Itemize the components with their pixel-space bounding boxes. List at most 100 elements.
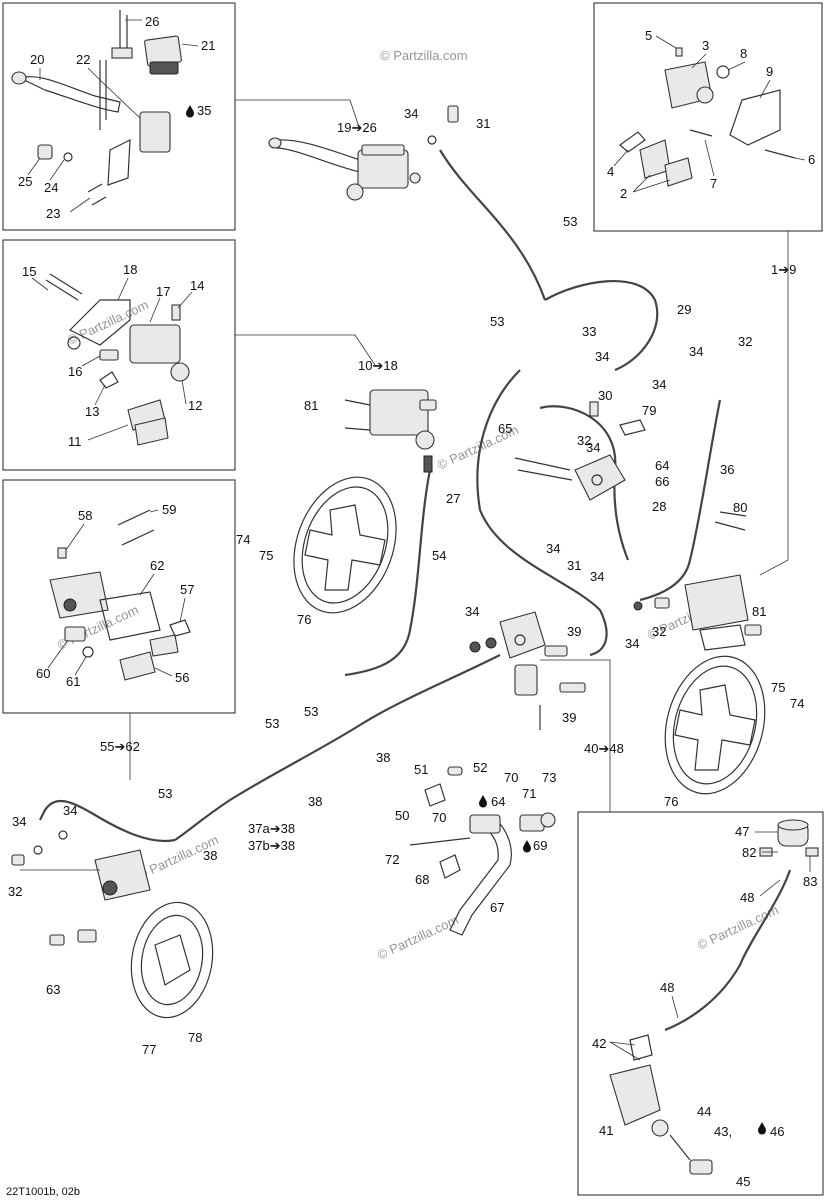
range-10-18: 10➔18 — [358, 358, 398, 373]
callout-34: 34 — [63, 803, 77, 818]
inset-leader-lines — [129, 99, 789, 812]
callout-34: 34 — [404, 106, 418, 121]
front-left-caliper-group — [45, 273, 190, 446]
callout-12: 12 — [188, 398, 202, 413]
callout-25: 25 — [18, 174, 32, 189]
callout-23: 23 — [46, 206, 60, 221]
range-55-62: 55➔62 — [100, 739, 140, 754]
rear-rotor — [130, 901, 214, 1019]
brake-pedal-assembly — [409, 766, 556, 936]
callout-48: 48 — [740, 890, 754, 905]
callout-34: 34 — [652, 377, 666, 392]
callout-2: 2 — [620, 186, 627, 201]
callout-53: 53 — [563, 214, 577, 229]
callout-53: 53 — [490, 314, 504, 329]
callout-22: 22 — [76, 52, 90, 67]
callout-62: 62 — [150, 558, 164, 573]
callout-34: 34 — [586, 440, 600, 455]
callout-17: 17 — [156, 284, 170, 299]
inset4-labels: 5 3 8 9 6 4 7 2 — [607, 28, 815, 201]
front-left-rotor — [293, 476, 397, 614]
callout-47: 47 — [735, 824, 749, 839]
callout-45: 45 — [736, 1174, 750, 1189]
callout-5: 5 — [645, 28, 652, 43]
callout-63: 63 — [46, 982, 60, 997]
callout-39: 39 — [567, 624, 581, 639]
callout-32: 32 — [577, 433, 591, 448]
inset5-labels: 47 82 83 48 48 42 44 41 43, 46 45 — [592, 824, 817, 1189]
callout-35: 35 — [197, 103, 211, 118]
inset1-labels: 26 21 20 22 35 25 24 23 — [18, 14, 215, 221]
callout-58: 58 — [78, 508, 92, 523]
callout-13: 13 — [85, 404, 99, 419]
callout-4: 4 — [607, 164, 614, 179]
callout-54: 54 — [432, 548, 446, 563]
callout-38: 38 — [308, 794, 322, 809]
brake-hoses — [39, 149, 722, 843]
callout-16: 16 — [68, 364, 82, 379]
range-37b-38: 37b➔38 — [248, 838, 295, 853]
range-37a-38: 37a➔38 — [248, 821, 295, 836]
callout-77: 77 — [142, 1042, 156, 1057]
callout-14: 14 — [190, 278, 204, 293]
inset-rear-master-cylinder-box — [577, 811, 824, 1196]
callout-29: 29 — [677, 302, 691, 317]
front-right-caliper-group — [619, 47, 796, 187]
callout-7: 7 — [710, 176, 717, 191]
callout-8: 8 — [740, 46, 747, 61]
callout-31: 31 — [567, 558, 581, 573]
inset3-labels: 58 59 62 57 60 61 56 — [36, 502, 194, 689]
callout-53: 53 — [265, 716, 279, 731]
callout-26: 26 — [145, 14, 159, 29]
callout-46: 46 — [770, 1124, 784, 1139]
callout-60: 60 — [36, 666, 50, 681]
callout-70: 70 — [432, 810, 446, 825]
front-right-rotor — [664, 655, 766, 795]
callout-38: 38 — [203, 848, 217, 863]
range-1-9: 1➔9 — [771, 262, 796, 277]
callout-9: 9 — [766, 64, 773, 79]
callout-28: 28 — [652, 499, 666, 514]
callout-21: 21 — [201, 38, 215, 53]
callout-73: 73 — [542, 770, 556, 785]
callout-3: 3 — [702, 38, 709, 53]
handlebar-master-cylinder-main — [268, 105, 459, 201]
callout-44: 44 — [697, 1104, 711, 1119]
inset2-labels: 15 18 17 14 16 12 13 11 — [22, 262, 204, 449]
callout-11: 11 — [68, 434, 82, 449]
callout-68: 68 — [415, 872, 429, 887]
callout-74: 74 — [236, 532, 250, 547]
rear-master-cylinder-group — [609, 819, 819, 1175]
callout-18: 18 — [123, 262, 137, 277]
callout-34: 34 — [465, 604, 479, 619]
callout-75: 75 — [771, 680, 785, 695]
callout-38: 38 — [376, 750, 390, 765]
callout-34: 34 — [590, 569, 604, 584]
watermark-text: © Partzilla.com — [380, 48, 468, 63]
callout-74: 74 — [790, 696, 804, 711]
callout-31: 31 — [476, 116, 490, 131]
callout-83: 83 — [803, 874, 817, 889]
callout-80: 80 — [733, 500, 747, 515]
watermark-text: © Partzilla.com — [375, 912, 461, 963]
callout-43: 43, — [714, 1124, 732, 1139]
callout-81: 81 — [304, 398, 318, 413]
callout-70: 70 — [504, 770, 518, 785]
callout-32: 32 — [652, 624, 666, 639]
callout-81: 81 — [752, 604, 766, 619]
watermark-text: © Partzilla.com — [695, 902, 781, 953]
callout-79: 79 — [642, 403, 656, 418]
callout-56: 56 — [175, 670, 189, 685]
callout-57: 57 — [180, 582, 194, 597]
callout-34: 34 — [625, 636, 639, 651]
callout-53: 53 — [158, 786, 172, 801]
callout-30: 30 — [598, 388, 612, 403]
callout-34: 34 — [689, 344, 703, 359]
callout-48: 48 — [660, 980, 674, 995]
brake-distribution-block — [469, 611, 586, 730]
callout-42: 42 — [592, 1036, 606, 1051]
inset-front-caliper-left-box — [2, 239, 236, 471]
callout-69: 69 — [533, 838, 547, 853]
callout-76: 76 — [664, 794, 678, 809]
